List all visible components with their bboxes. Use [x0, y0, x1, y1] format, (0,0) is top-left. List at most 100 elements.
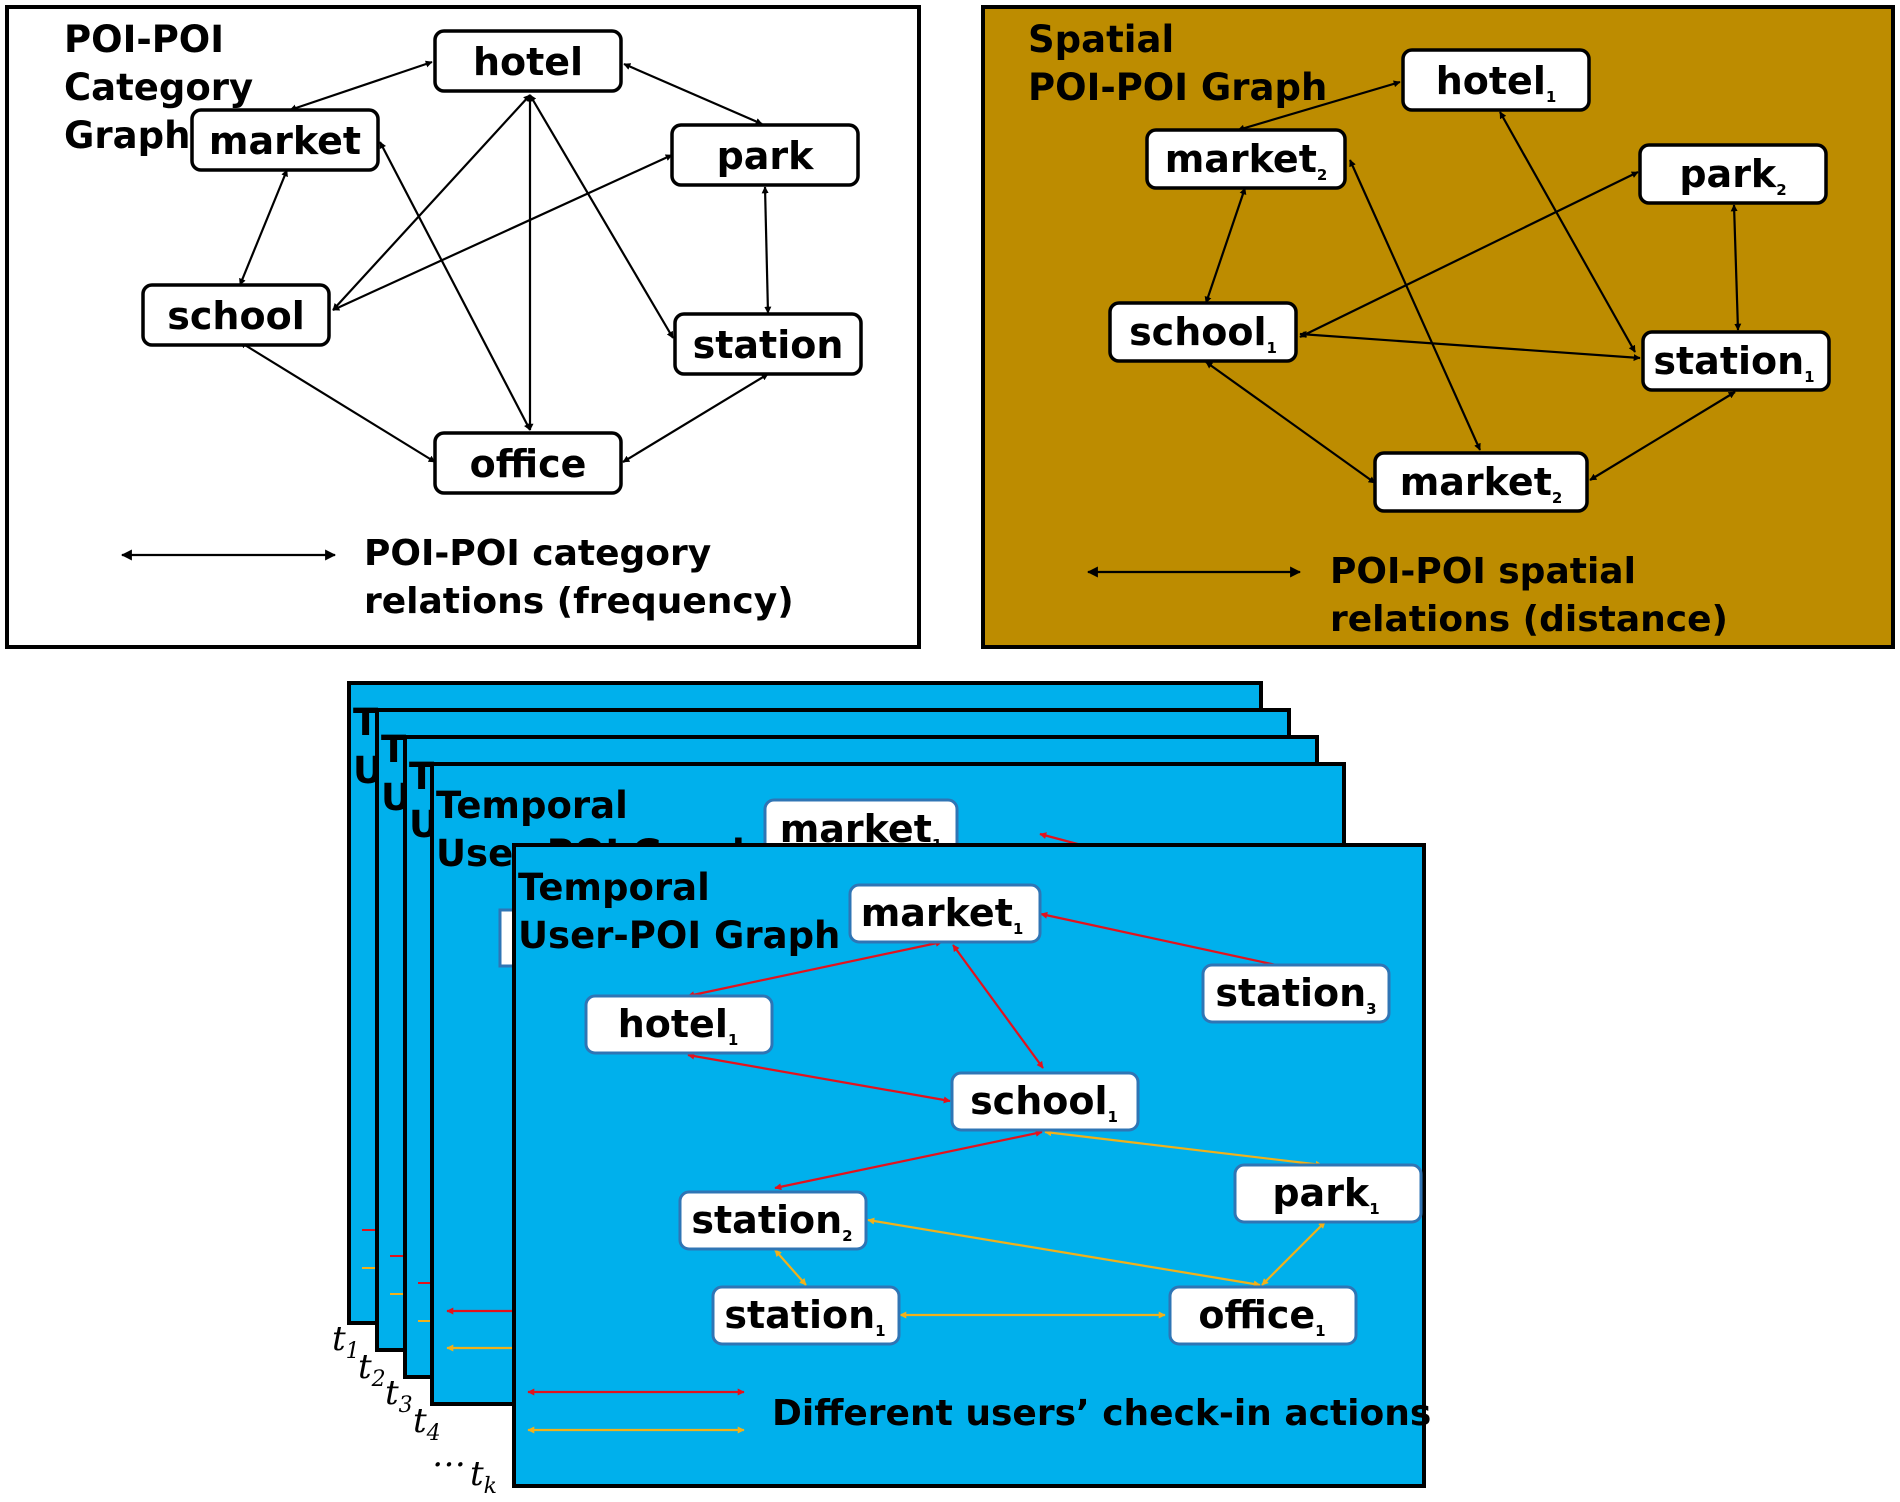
category-node-park: park — [670, 123, 860, 187]
temporal-node-station1: station1 — [711, 1285, 901, 1346]
edge-school1-station1 — [1299, 330, 1641, 362]
svg-text:park2: park2 — [1679, 152, 1786, 199]
svg-text:hotel1: hotel1 — [1436, 59, 1557, 106]
edge-market1-station3 — [1040, 911, 1291, 971]
category-node-hotel-label: hotel — [473, 40, 583, 84]
category-node-station-label: station — [693, 323, 844, 367]
svg-text:station1: station1 — [1653, 339, 1814, 386]
spatial-node-market-top-label: market — [1165, 137, 1317, 181]
spatial-node-market-bottom-label: market — [1400, 460, 1552, 504]
temporal-node-station2-label: station — [691, 1198, 842, 1242]
svg-text:station3: station3 — [1215, 971, 1376, 1018]
edge-school-office — [239, 341, 436, 463]
category-graph-title: POI-POI Category Graph — [64, 18, 266, 157]
svg-text:school1: school1 — [970, 1079, 1118, 1126]
category-graph-panel: POI-POI Category Graph hotel market — [5, 5, 921, 649]
edge-school1-park1 — [1044, 1129, 1323, 1168]
time-labels: t1 t2 t3 t4 … tk — [332, 1319, 497, 1499]
time-label-tk: tk — [470, 1454, 497, 1499]
temporal-graph-title: Temporal User-POI Graph — [518, 866, 840, 957]
spatial-edges — [1204, 80, 1742, 484]
edge-hotel1-school1 — [687, 1052, 951, 1104]
temporal-node-market1-label: market — [861, 891, 1013, 935]
temporal-node-hotel1: hotel1 — [584, 994, 774, 1055]
category-node-office: office — [433, 431, 623, 495]
time-label-t3: t3 — [385, 1373, 413, 1418]
temporal-node-office1: office1 — [1168, 1285, 1358, 1346]
edge-park-station — [761, 186, 772, 314]
temporal-node-school1-label: school — [970, 1079, 1107, 1123]
time-label-t4: t4 — [413, 1401, 441, 1446]
category-node-market-label: market — [209, 119, 361, 163]
edge-station2-station1 — [774, 1249, 807, 1286]
svg-text:station1: station1 — [724, 1293, 885, 1340]
category-node-station: station — [673, 312, 863, 376]
category-node-office-label: office — [470, 442, 587, 486]
temporal-legend-text: Different users’ check-in actions — [772, 1393, 1431, 1434]
category-node-market: market — [190, 108, 380, 172]
temporal-graph-stack: T U T U T U Temporal User-POI Graph — [332, 681, 1431, 1499]
time-label-t1: t1 — [332, 1319, 360, 1364]
edge-market-school — [238, 169, 289, 286]
spatial-node-hotel1-label: hotel — [1436, 59, 1546, 103]
svg-text:T: T — [381, 728, 407, 771]
time-ellipsis: … — [432, 1435, 466, 1475]
spatial-node-market-bottom: market2 — [1373, 451, 1589, 513]
edge-station2-school1 — [774, 1129, 1043, 1191]
temporal-card-front: Temporal User-POI Graph market1 — [512, 843, 1431, 1488]
temporal-red-edges — [687, 911, 1291, 1191]
edge-park2-station1 — [1730, 204, 1742, 331]
edge-school1-park2 — [1299, 171, 1639, 338]
spatial-node-park2-label: park — [1679, 152, 1777, 196]
svg-text:market1: market1 — [861, 891, 1024, 938]
temporal-node-school1: school1 — [950, 1071, 1140, 1132]
edge-office1-park1 — [1261, 1221, 1326, 1286]
spatial-node-hotel1: hotel1 — [1401, 48, 1591, 112]
temporal-node-office1-label: office — [1198, 1293, 1315, 1337]
edge-market1-school1 — [952, 944, 1044, 1069]
temporal-node-station3-label: station — [1215, 971, 1366, 1015]
temporal-node-station2: station2 — [678, 1190, 868, 1251]
svg-text:hotel1: hotel1 — [618, 1002, 739, 1049]
edge-market-hotel — [289, 60, 433, 112]
spatial-node-station1: station1 — [1641, 330, 1831, 392]
spatial-node-market-top: market2 — [1145, 128, 1347, 190]
edge-school1-marketbottom — [1205, 361, 1376, 484]
spatial-node-park2: park2 — [1638, 143, 1828, 205]
edge-school-park — [332, 153, 673, 312]
category-edges — [238, 60, 772, 463]
category-node-school: school — [141, 283, 331, 347]
category-node-school-label: school — [167, 294, 304, 338]
spatial-legend-text: POI-POI spatial relations (distance) — [1330, 551, 1728, 640]
svg-text:park1: park1 — [1272, 1171, 1379, 1218]
spatial-node-station1-label: station — [1653, 339, 1804, 383]
edge-marketbottom-station1 — [1589, 391, 1736, 481]
category-node-hotel: hotel — [433, 29, 623, 93]
category-node-park-label: park — [717, 134, 815, 178]
edge-market2-school1 — [1204, 187, 1247, 304]
svg-text:school1: school1 — [1129, 310, 1277, 357]
svg-text:office1: office1 — [1198, 1293, 1325, 1340]
temporal-node-market1: market1 — [848, 883, 1042, 944]
spatial-node-school1: school1 — [1108, 301, 1298, 363]
spatial-node-school1-label: school — [1129, 310, 1266, 354]
svg-text:station2: station2 — [691, 1198, 852, 1245]
temporal-node-hotel1-label: hotel — [618, 1002, 728, 1046]
temporal-node-station1-label: station — [724, 1293, 875, 1337]
time-label-t2: t2 — [358, 1347, 386, 1392]
temporal-node-park1-label: park — [1272, 1171, 1370, 1215]
svg-text:market2: market2 — [1165, 137, 1328, 184]
spatial-graph-panel: Spatial POI-POI Graph hotel1 market2 par… — [981, 5, 1895, 649]
edge-station2-office1 — [867, 1217, 1261, 1288]
category-legend-text: POI-POI category relations (frequency) — [364, 533, 794, 622]
edge-office-station — [622, 373, 769, 463]
temporal-orange-edges — [774, 1129, 1326, 1319]
temporal-node-park1: park1 — [1233, 1163, 1423, 1224]
edge-hotel-park — [623, 62, 763, 126]
edge-market2-hotel1 — [1237, 80, 1401, 132]
svg-text:T: T — [353, 701, 379, 744]
temporal-node-station3: station3 — [1201, 963, 1391, 1024]
svg-text:market2: market2 — [1400, 460, 1563, 507]
edge-hotel1-market1 — [687, 939, 943, 999]
